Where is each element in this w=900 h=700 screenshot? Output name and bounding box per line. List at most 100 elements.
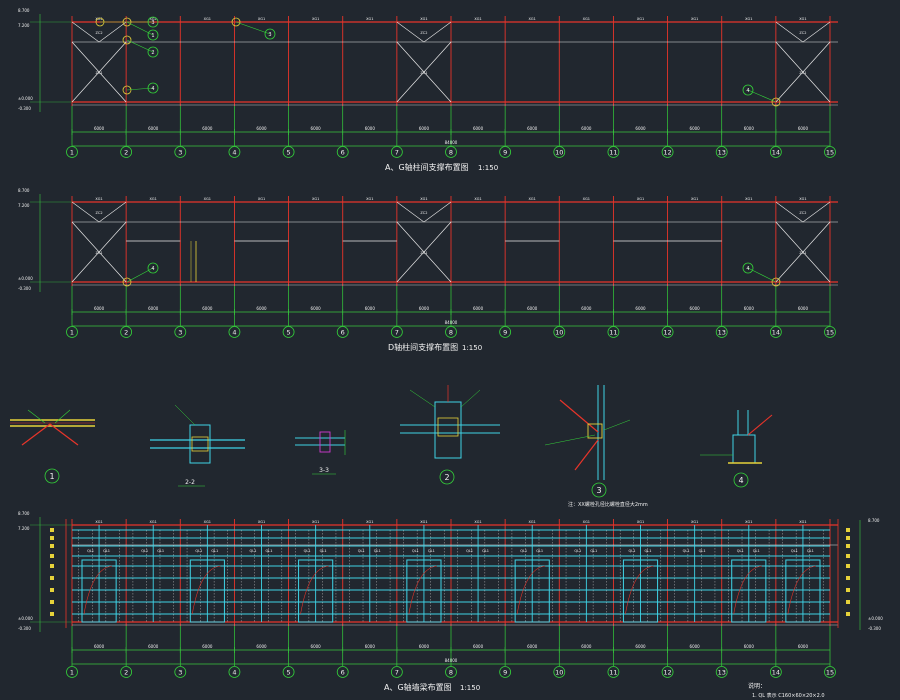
brace-upper — [98, 21, 127, 43]
axis-label: 2 — [124, 669, 128, 677]
strut-tag: XG1 — [799, 197, 806, 201]
dimension-text: 6000 — [419, 126, 430, 131]
axis-bubble — [499, 666, 512, 678]
elevation-text-eave: 7.200 — [18, 203, 30, 208]
axis-label: 15 — [826, 149, 834, 157]
axis-bubble — [824, 326, 836, 338]
callout-ring — [122, 85, 132, 95]
dimension-text: 6000 — [256, 126, 267, 131]
brace-tag: ZC1 — [420, 71, 427, 75]
girt-tag: QL1 — [590, 549, 597, 553]
axis-bubble — [228, 326, 241, 338]
axis-bubble — [499, 326, 512, 338]
brace-tag: ZC1 — [799, 251, 806, 255]
door-swing — [83, 565, 113, 615]
axis-bubble — [607, 666, 620, 678]
strut-tag: XG1 — [258, 17, 265, 21]
girt-tag: QL1 — [320, 549, 327, 553]
girt-tag: QL1 — [211, 549, 218, 553]
girt-elevation-mark — [846, 564, 850, 568]
dimension-total-text: 84000 — [445, 320, 458, 325]
brace-tag: ZC2 — [799, 31, 806, 35]
callout-ring — [231, 17, 241, 27]
girt-tag: QL1 — [266, 549, 273, 553]
axis-label: 1 — [70, 329, 74, 337]
girt-tag: QL1 — [412, 549, 419, 553]
strut-tag: XG1 — [529, 520, 536, 524]
axis-bubble — [282, 146, 295, 158]
axis-label: 13 — [718, 669, 726, 677]
callout-number: 3 — [151, 20, 154, 26]
strut-tag: XG1 — [745, 520, 752, 524]
leader — [174, 404, 196, 426]
door-swing — [516, 565, 546, 615]
girt-elevation-mark — [50, 576, 54, 580]
brace-upper — [802, 21, 831, 43]
girt-tag: QL1 — [250, 549, 257, 553]
bolt-hole-note: 注：XX螺栓孔径比螺栓直径大2mm — [568, 501, 648, 508]
strut-tag: XG1 — [691, 520, 698, 524]
brace-tag: ZC2 — [96, 211, 103, 215]
girt-tag: QL1 — [103, 549, 110, 553]
girt-tag: QL1 — [466, 549, 473, 553]
strut-tag: XG1 — [312, 520, 319, 524]
brace-rod — [747, 414, 773, 436]
strut-tag: XG1 — [204, 197, 211, 201]
strut-tag: XG1 — [529, 197, 536, 201]
axis-bubble — [553, 326, 566, 338]
strut-tag: XG1 — [529, 17, 536, 21]
girt-elevation-mark — [846, 588, 850, 592]
axis-bubble — [607, 146, 620, 158]
girt-tag: QL1 — [737, 549, 744, 553]
elevation-text-top: 8.700 — [18, 8, 30, 13]
brace-upper — [396, 21, 425, 43]
axis-label: 7 — [395, 669, 399, 677]
callout-bubble — [147, 262, 159, 274]
callout-leader — [235, 21, 271, 35]
dimension-text: 6000 — [365, 126, 376, 131]
plan-ag-brace-scale: 1:150 — [478, 164, 498, 172]
strut-tag: XG1 — [420, 520, 427, 524]
girt-tag: QL1 — [87, 549, 94, 553]
dimension-text: 6000 — [256, 306, 267, 311]
axis-label: 15 — [826, 669, 834, 677]
strut-tag: XG1 — [150, 17, 157, 21]
axis-label: 6 — [341, 329, 345, 337]
axis-bubble — [66, 326, 78, 338]
strut-tag: XG1 — [474, 197, 481, 201]
callout-bubble — [742, 262, 754, 274]
door-swing — [408, 565, 438, 615]
brace-diagonal — [775, 221, 831, 283]
plan-d-brace-title: D轴柱间支撑布置图 — [388, 342, 458, 352]
brace-upper — [802, 201, 831, 223]
axis-bubble — [445, 666, 457, 678]
girt-elevation-mark — [50, 612, 54, 616]
dimension-text: 6000 — [581, 306, 592, 311]
axis-label: 5 — [287, 329, 291, 337]
axis-label: 11 — [609, 669, 617, 677]
girt-tag: QL1 — [482, 549, 489, 553]
dimension-text: 6000 — [148, 306, 159, 311]
strut-tag: XG1 — [583, 197, 590, 201]
brace-diagonal — [775, 41, 831, 103]
leader — [460, 389, 481, 408]
strut-tag: XG1 — [474, 520, 481, 524]
axis-label: 15 — [826, 329, 834, 337]
axis-bubble — [553, 666, 566, 678]
brace-diagonal — [71, 41, 127, 103]
axis-bubble — [282, 326, 295, 338]
end-plate — [437, 417, 459, 437]
girt-elevation-mark — [50, 554, 54, 558]
girt-elevation-mark — [846, 536, 850, 540]
dimension-text: 6000 — [365, 644, 376, 649]
brace-upper — [71, 21, 100, 43]
dimension-text: 6000 — [744, 126, 755, 131]
opening-frame — [406, 559, 442, 623]
dimension-text: 6000 — [527, 644, 538, 649]
girt-elevation-mark — [846, 600, 850, 604]
